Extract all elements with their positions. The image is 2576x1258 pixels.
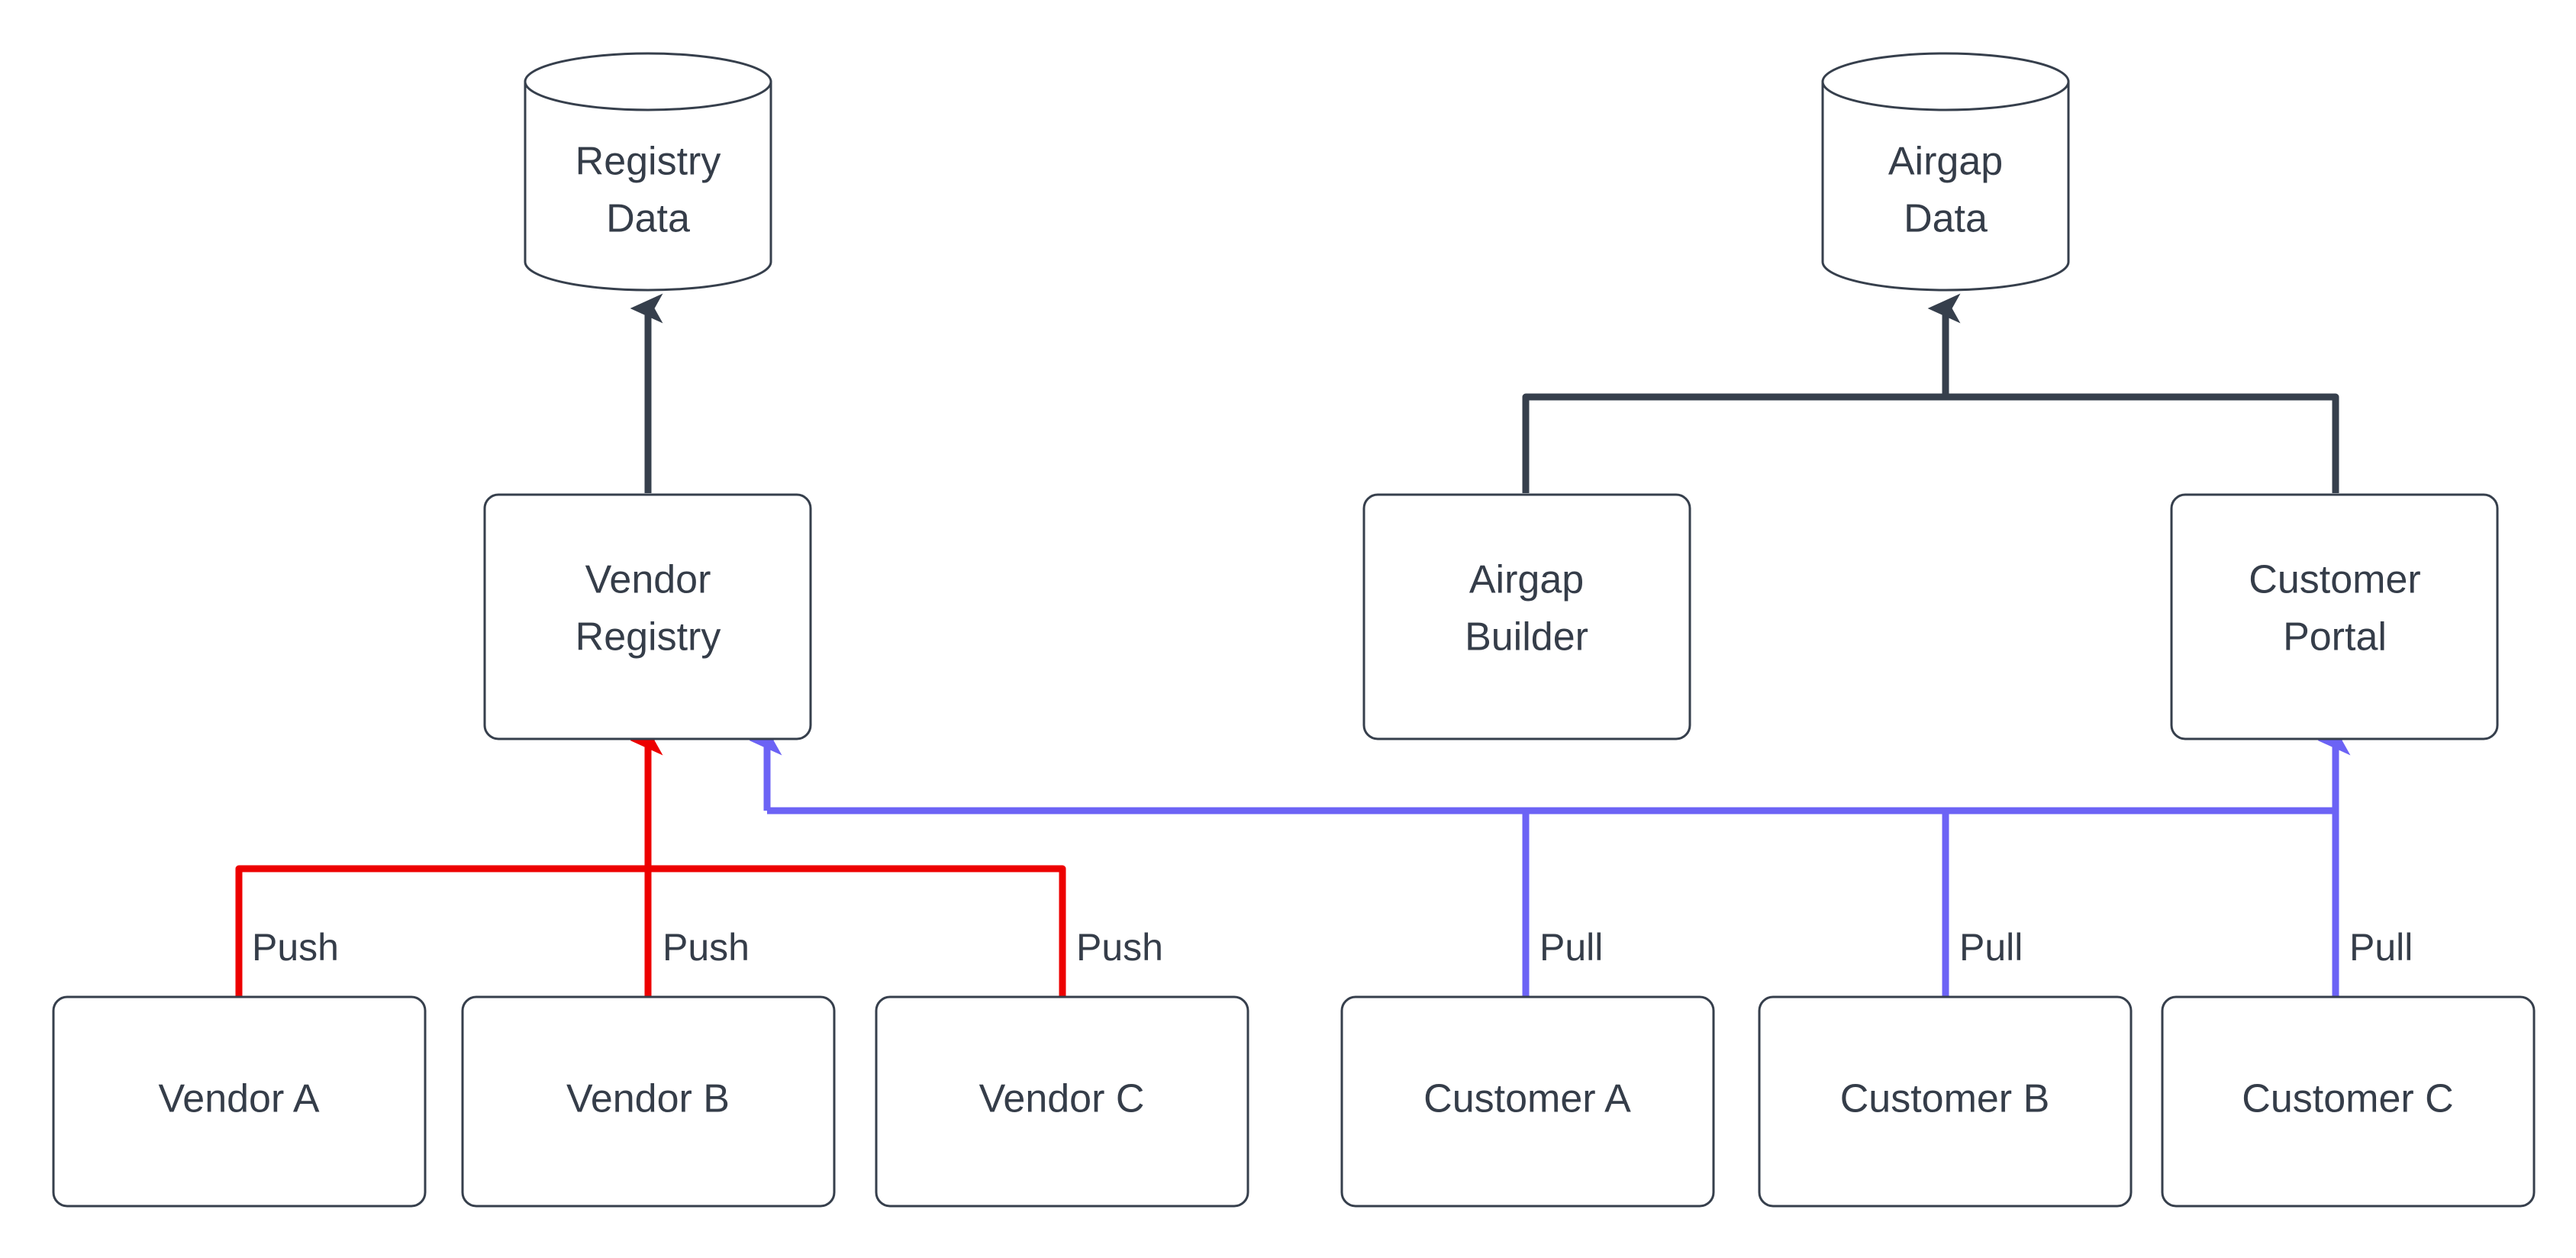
edge-label-push-vendor-a: Push <box>252 926 339 969</box>
actor-box[interactable] <box>875 995 1249 1208</box>
datastore-airgap-data-line2: Data <box>1904 197 1988 241</box>
datastore-airgap-data-line1: Airgap <box>1888 140 2003 184</box>
actor-customer-a-label: Customer A <box>1423 1077 1631 1121</box>
actor-customer-b-label: Customer B <box>1840 1077 2050 1121</box>
datastore-registry-data: Registry Data <box>524 52 772 292</box>
service-customer-portal-line2: Portal <box>2283 615 2387 660</box>
cylinder-top <box>1821 52 2070 111</box>
edge-label-pull-customer-c: Pull <box>2349 926 2413 969</box>
actor-box[interactable] <box>52 995 427 1208</box>
actor-customer-c[interactable]: Customer C <box>2161 995 2536 1208</box>
datastore-registry-data-line2: Data <box>606 197 690 241</box>
actor-vendor-c-label: Vendor C <box>979 1077 1145 1121</box>
service-airgap-builder[interactable]: Airgap Builder <box>1362 493 1691 740</box>
actor-customer-a[interactable]: Customer A <box>1340 995 1715 1208</box>
edge-label-pull-customer-a: Pull <box>1539 926 1603 969</box>
service-vendor-registry[interactable]: Vendor Registry <box>483 493 812 740</box>
actor-customer-c-label: Customer C <box>2242 1077 2453 1121</box>
actor-vendor-b-label: Vendor B <box>566 1077 730 1121</box>
edge-customer-portal-to-trunk <box>1946 393 2339 493</box>
service-airgap-builder-line1: Airgap <box>1469 558 1584 602</box>
actor-box[interactable] <box>461 995 836 1208</box>
cylinder-body <box>1821 80 2070 292</box>
actor-vendor-a[interactable]: Vendor A <box>52 995 427 1208</box>
actor-box[interactable] <box>1340 995 1715 1208</box>
actor-customer-b[interactable]: Customer B <box>1758 995 2133 1208</box>
edge-vendor-a-push <box>235 865 648 997</box>
edge-pull-trunk-to-customer-portal <box>767 725 2351 814</box>
service-customer-portal[interactable]: Customer Portal <box>2170 493 2499 740</box>
service-box[interactable] <box>1362 493 1691 740</box>
service-customer-portal-line1: Customer <box>2249 558 2420 602</box>
cylinder-body <box>524 80 772 292</box>
edge-vendor-c-push <box>648 865 1066 997</box>
service-vendor-registry-line1: Vendor <box>585 558 711 602</box>
edge-airgap-builder-to-trunk <box>1522 393 1946 493</box>
actor-vendor-b[interactable]: Vendor B <box>461 995 836 1208</box>
actor-vendor-c[interactable]: Vendor C <box>875 995 1249 1208</box>
datastore-registry-data-line1: Registry <box>575 140 721 184</box>
edge-label-pull-customer-b: Pull <box>1959 926 2023 969</box>
cylinder-top <box>524 52 772 111</box>
edge-label-push-vendor-b: Push <box>663 926 750 969</box>
service-airgap-builder-line2: Builder <box>1465 615 1588 660</box>
datastore-airgap-data: Airgap Data <box>1821 52 2070 292</box>
edge-label-push-vendor-c: Push <box>1076 926 1163 969</box>
service-box[interactable] <box>2170 493 2499 740</box>
actor-box[interactable] <box>1758 995 2133 1208</box>
service-box[interactable] <box>483 493 812 740</box>
actor-vendor-a-label: Vendor A <box>158 1077 319 1121</box>
actor-box[interactable] <box>2161 995 2536 1208</box>
service-vendor-registry-line2: Registry <box>575 615 721 660</box>
